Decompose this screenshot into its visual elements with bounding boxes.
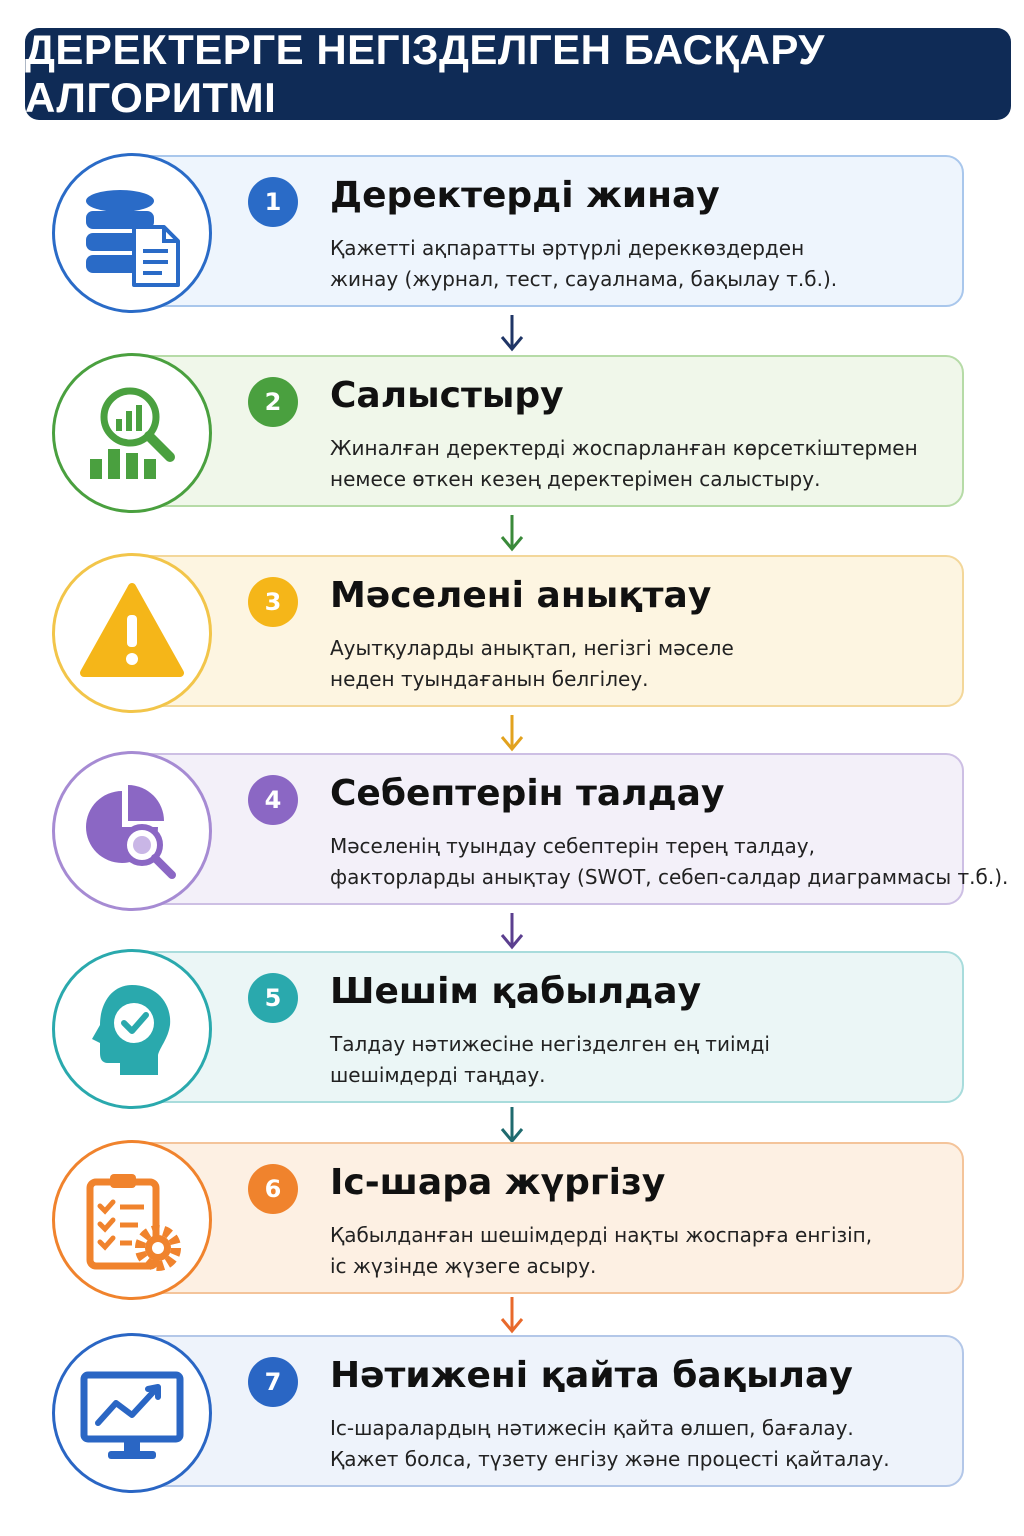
- step-number-badge: 4: [248, 775, 298, 825]
- step-6: 6 Іс-шара жүргізу Қабылданған шешімдерді…: [50, 1140, 968, 1300]
- step-description-line: Мәселенің туындау себептерін терең талда…: [330, 834, 815, 858]
- page-header: ДЕРЕКТЕРГЕ НЕГІЗДЕЛГЕН БАСҚАРУ АЛГОРИТМІ: [25, 26, 1011, 121]
- warning-icon: [80, 583, 184, 677]
- down-arrow-icon: [500, 1107, 524, 1144]
- step-number-badge: 7: [248, 1357, 298, 1407]
- step-description: Іс-шаралардың нәтижесін қайта өлшеп, бағ…: [330, 1413, 890, 1475]
- step-title: Деректерді жинау: [330, 175, 720, 216]
- step-icon-circle: [52, 353, 212, 513]
- step-icon-circle: [52, 553, 212, 713]
- step-description-line: шешімдерді таңдау.: [330, 1063, 546, 1087]
- step-description: Мәселенің туындау себептерін терең талда…: [330, 831, 1008, 893]
- database-document-icon: [86, 190, 180, 287]
- step-description-line: жинау (журнал, тест, сауалнама, бақылау …: [330, 267, 838, 291]
- step-2: 2 Салыстыру Жиналған деректерді жоспарла…: [50, 353, 968, 513]
- step-description-line: факторларды анықтау (SWOT, себеп-салдар …: [330, 865, 1009, 889]
- down-arrow-icon: [500, 515, 524, 552]
- step-icon-circle: [52, 153, 212, 313]
- step-5: 5 Шешім қабылдау Талдау нәтижесіне негіз…: [50, 949, 968, 1109]
- step-title: Нәтижені қайта бақылау: [330, 1355, 853, 1396]
- step-description-line: Жиналған деректерді жоспарланған көрсетк…: [330, 436, 918, 460]
- step-icon-circle: [52, 751, 212, 911]
- step-number-badge: 3: [248, 577, 298, 627]
- step-title: Шешім қабылдау: [330, 971, 702, 1012]
- head-checkmark-icon: [92, 985, 171, 1075]
- step-description: Қабылданған шешімдерді нақты жоспарға ен…: [330, 1220, 872, 1282]
- step-title: Салыстыру: [330, 375, 564, 416]
- step-icon-circle: [52, 949, 212, 1109]
- step-description: Қажетті ақпаратты әртүрлі дереккөздерден…: [330, 233, 837, 295]
- step-description-line: Талдау нәтижесіне негізделген ең тиімді: [330, 1032, 770, 1056]
- step-4: 4 Себептерін талдау Мәселенің туындау се…: [50, 751, 1008, 911]
- step-icon-circle: [52, 1333, 212, 1493]
- step-description-line: Ауытқуларды анықтап, негізгі мәселе: [330, 636, 734, 660]
- step-description-line: Қажет болса, түзету енгізу және процесті…: [330, 1447, 890, 1471]
- step-description-line: Қажетті ақпаратты әртүрлі дереккөздерден: [330, 236, 805, 260]
- monitor-chart-icon: [80, 1371, 184, 1459]
- down-arrow-icon: [500, 913, 524, 950]
- step-description-line: Іс-шаралардың нәтижесін қайта өлшеп, бағ…: [330, 1416, 854, 1440]
- down-arrow-icon: [500, 715, 524, 752]
- step-number-badge: 1: [248, 177, 298, 227]
- page-title: ДЕРЕКТЕРГЕ НЕГІЗДЕЛГЕН БАСҚАРУ АЛГОРИТМІ: [25, 26, 825, 121]
- step-description: Талдау нәтижесіне негізделген ең тиімді …: [330, 1029, 770, 1091]
- step-description-line: неден туындағанын белгілеу.: [330, 667, 649, 691]
- step-description-line: іс жүзінде жүзеге асыру.: [330, 1254, 597, 1278]
- step-number-badge: 5: [248, 973, 298, 1023]
- step-7: 7 Нәтижені қайта бақылау Іс-шаралардың н…: [50, 1333, 968, 1493]
- step-icon-circle: [52, 1140, 212, 1300]
- step-description: Жиналған деректерді жоспарланған көрсетк…: [330, 433, 918, 495]
- step-3: 3 Мәселені анықтау Ауытқуларды анықтап, …: [50, 553, 968, 713]
- step-description: Ауытқуларды анықтап, негізгі мәселе неде…: [330, 633, 734, 695]
- step-description-line: немесе өткен кезең деректерімен салыстыр…: [330, 467, 821, 491]
- step-title: Іс-шара жүргізу: [330, 1162, 666, 1203]
- step-number-badge: 6: [248, 1164, 298, 1214]
- down-arrow-icon: [500, 1297, 524, 1334]
- step-title: Себептерін талдау: [330, 773, 725, 814]
- step-number-badge: 2: [248, 377, 298, 427]
- step-description-line: Қабылданған шешімдерді нақты жоспарға ен…: [330, 1223, 873, 1247]
- pie-chart-magnifier-icon: [86, 785, 176, 879]
- chart-magnifier-icon: [90, 387, 175, 479]
- clipboard-gear-icon: [86, 1174, 181, 1271]
- step-1: 1 Деректерді жинау Қажетті ақпаратты әрт…: [50, 153, 968, 313]
- step-title: Мәселені анықтау: [330, 575, 712, 616]
- down-arrow-icon: [500, 315, 524, 352]
